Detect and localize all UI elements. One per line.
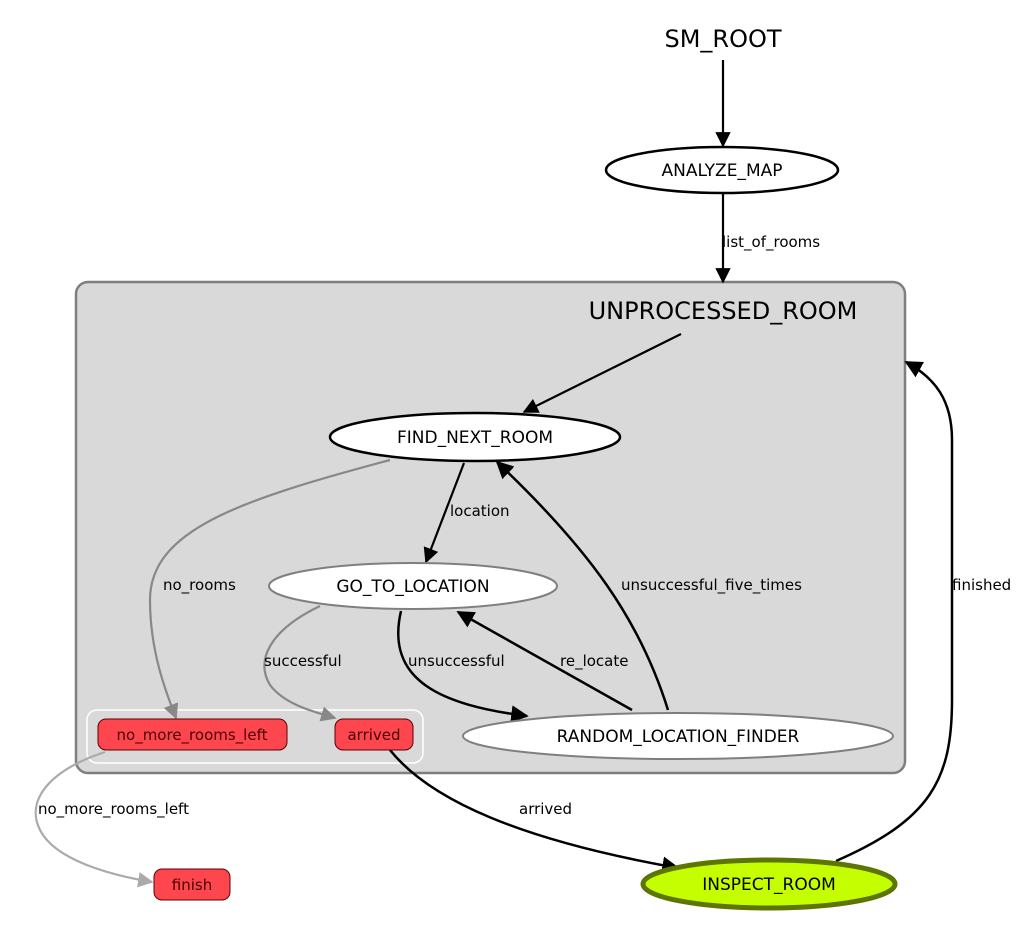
- edge-location: [423, 462, 466, 564]
- edge-label-re-locate: re_locate: [560, 652, 628, 671]
- unprocessed-room-container[interactable]: [74, 280, 907, 775]
- state-find-next-room[interactable]: FIND_NEXT_ROOM: [328, 411, 622, 463]
- edge-label-no-more-rooms-left: no_more_rooms_left: [38, 800, 189, 819]
- edge-arrived: [389, 749, 680, 874]
- outcome-finish-label: finish: [172, 876, 212, 894]
- outcome-arrived-label: arrived: [347, 726, 400, 744]
- edge-label-unsuccessful: unsuccessful: [408, 652, 505, 670]
- edge-label-list-of-rooms: list_of_rooms: [722, 233, 820, 252]
- container-outcomes-box: [86, 709, 424, 764]
- edge-label-no-rooms: no_rooms: [163, 576, 236, 595]
- root-title: SM_ROOT: [664, 25, 781, 53]
- edge-unsuccessful-five-times: [495, 460, 670, 711]
- edge-label-location: location: [450, 502, 510, 520]
- state-find-next-room-label: FIND_NEXT_ROOM: [397, 428, 553, 448]
- state-random-location-finder-label: RANDOM_LOCATION_FINDER: [557, 727, 800, 747]
- state-go-to-location-label: GO_TO_LOCATION: [336, 577, 489, 597]
- edge-label-successful: successful: [264, 652, 342, 670]
- outcome-finish[interactable]: finish: [153, 868, 231, 901]
- state-go-to-location[interactable]: GO_TO_LOCATION: [268, 562, 558, 610]
- edge-no-more-rooms-left: [34, 750, 154, 888]
- unprocessed-room-title: UNPROCESSED_ROOM: [589, 297, 858, 325]
- edge-no-rooms: [148, 458, 391, 720]
- edge-re-locate: [456, 610, 633, 712]
- edge-successful: [263, 605, 337, 722]
- state-analyze-map[interactable]: ANALYZE_MAP: [604, 145, 840, 195]
- state-analyze-map-label: ANALYZE_MAP: [661, 161, 782, 181]
- outcome-no-more-rooms-left[interactable]: no_more_rooms_left: [97, 718, 288, 751]
- edge-label-unsuccessful-five-times: unsuccessful_five_times: [621, 576, 802, 595]
- edge-finished: [835, 360, 954, 863]
- edge-label-finished: finished: [952, 576, 1011, 594]
- edge-container-to-find-next-room: [522, 333, 682, 413]
- outcome-arrived[interactable]: arrived: [334, 718, 414, 751]
- edge-unsuccessful: [397, 610, 529, 723]
- outcome-no-more-rooms-left-label: no_more_rooms_left: [117, 726, 268, 745]
- state-random-location-finder[interactable]: RANDOM_LOCATION_FINDER: [462, 712, 894, 760]
- state-inspect-room[interactable]: INSPECT_ROOM: [640, 857, 898, 911]
- state-inspect-room-label: INSPECT_ROOM: [702, 875, 836, 895]
- edge-label-arrived: arrived: [519, 800, 572, 818]
